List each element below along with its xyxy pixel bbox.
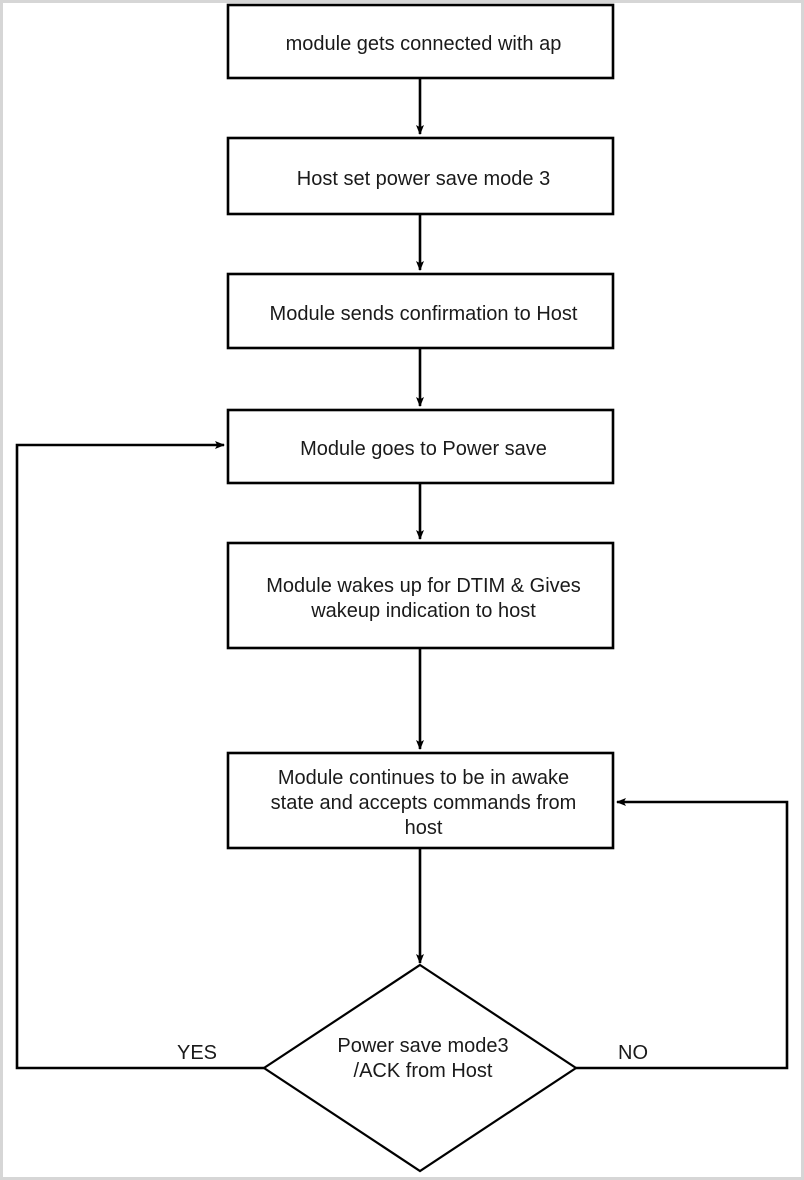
edge-yes-loop-to-power-save — [15, 441, 264, 1070]
node-module-goes-to-power-save[interactable] — [226, 408, 615, 485]
edge-label-no: NO — [618, 1042, 648, 1064]
node-module-wakes-up-dtim[interactable] — [226, 541, 615, 650]
edge-no-loop-to-awake-state — [576, 798, 789, 1070]
decision-power-save-mode3-ack[interactable] — [262, 963, 578, 1173]
node-host-set-power-save-mode-3[interactable] — [226, 136, 615, 216]
edge-label-yes: YES — [177, 1042, 218, 1064]
node-module-sends-confirmation[interactable] — [226, 272, 615, 350]
node-module-continues-awake[interactable] — [226, 751, 615, 850]
node-module-connected-ap[interactable] — [226, 3, 615, 80]
